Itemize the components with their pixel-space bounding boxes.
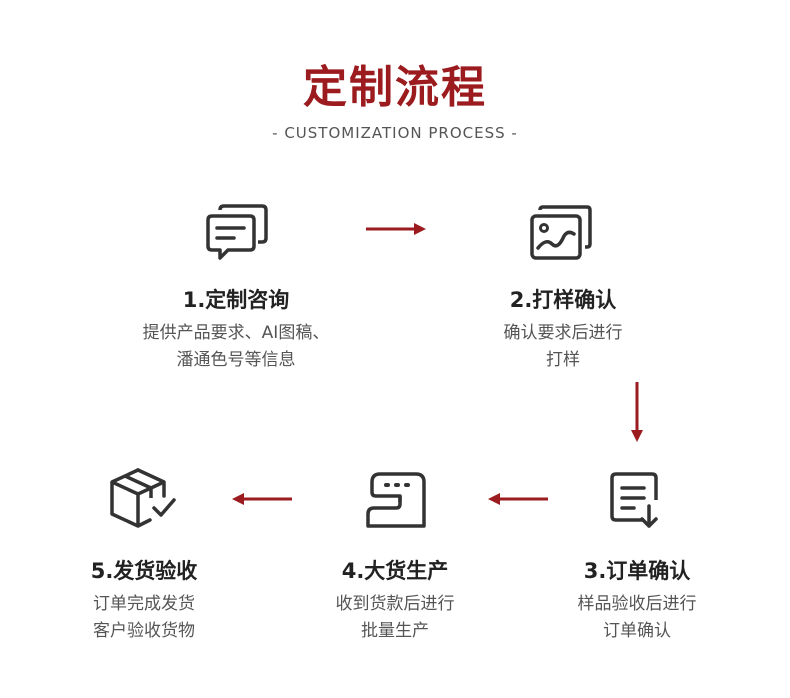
step-5-title: 5.发货验收 xyxy=(90,559,198,583)
arrow-left-icon xyxy=(488,493,548,505)
arrow-right-icon xyxy=(366,223,426,235)
image-frame-icon xyxy=(530,205,592,260)
step-4-desc-line2: 批量生产 xyxy=(361,621,429,641)
step-3-desc-line1: 样品验收后进行 xyxy=(577,594,697,614)
step-3-title: 3.订单确认 xyxy=(583,559,691,583)
box-check-icon xyxy=(110,468,176,528)
step-2-title: 2.打样确认 xyxy=(509,288,617,312)
page-subtitle: - CUSTOMIZATION PROCESS - xyxy=(272,124,518,142)
sewing-machine-icon xyxy=(366,472,426,528)
step-1-title: 1.定制咨询 xyxy=(182,288,290,312)
arrow-down-icon xyxy=(631,382,643,442)
step-4-desc-line1: 收到货款后进行 xyxy=(335,594,455,614)
step-5-desc-line2: 客户验收货物 xyxy=(93,621,195,641)
step-5-desc-line1: 订单完成发货 xyxy=(93,594,195,614)
arrow-left-icon xyxy=(232,493,292,505)
step-4-title: 4.大货生产 xyxy=(341,559,449,583)
document-download-icon xyxy=(610,472,658,528)
step-1-desc-line1: 提供产品要求、AI图稿、 xyxy=(142,323,330,343)
step-2-desc-line2: 打样 xyxy=(546,350,580,370)
page-title: 定制流程 xyxy=(303,62,487,113)
chat-bubbles-icon xyxy=(206,204,268,260)
step-3-desc-line2: 订单确认 xyxy=(603,621,671,641)
step-1-desc-line2: 潘通色号等信息 xyxy=(176,350,296,370)
step-2-desc-line1: 确认要求后进行 xyxy=(503,323,623,343)
